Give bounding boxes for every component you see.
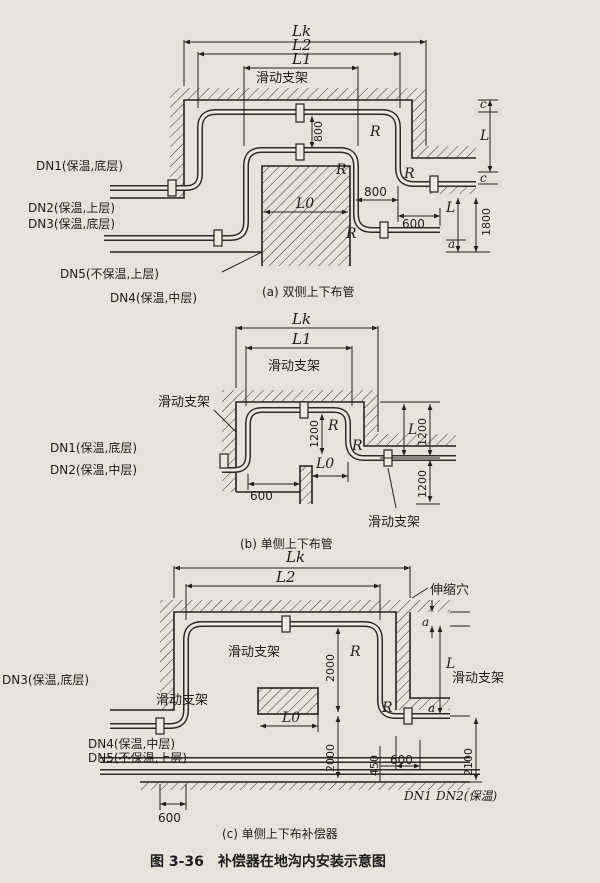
- fig-c-dim-l2: L2: [275, 568, 296, 586]
- fig-b-label-dn2: DN2(保温,中层): [50, 462, 137, 477]
- figure-b: Lk L1 滑动支架 滑动支架 1200 R R L0 600 L 1200 1…: [50, 310, 456, 551]
- fig-a-label-dn5: DN5(不保温,上层): [60, 267, 159, 281]
- fig-a-radius-3: R: [403, 166, 415, 182]
- figure-c: Lk L2 伸缩穴 a 滑动支架 R R 2000 L 滑动支架 a 滑动支架 …: [2, 548, 504, 841]
- fig-a-dim-600: 600: [402, 217, 425, 231]
- fig-b-dim-1200-upper: 1200: [308, 420, 321, 448]
- fig-b-label-support-left: 滑动支架: [158, 395, 210, 410]
- fig-c-dim-600-left: 600: [158, 811, 181, 825]
- fig-a-label-dn4: DN4(保温,中层): [110, 290, 197, 305]
- fig-c-dim-2100: 2100: [462, 748, 475, 776]
- fig-a-dimensions: [183, 39, 498, 273]
- fig-a-dim-l2: L2: [291, 36, 312, 54]
- fig-c-dim-l: L: [445, 656, 455, 672]
- fig-c-label-dn1: DN1: [403, 789, 432, 803]
- fig-a-label-dn1: DN1(保温,底层): [36, 158, 123, 173]
- fig-b-dim-l: L: [407, 422, 417, 438]
- fig-b-dim-lk: Lk: [291, 310, 311, 328]
- fig-b-dim-1200-lower: 1200: [416, 470, 429, 498]
- fig-b-dim-l1: L1: [291, 330, 312, 348]
- fig-c-label-dn3: DN3(保温,底层): [2, 672, 89, 687]
- fig-a-dim-c2: c: [480, 171, 487, 185]
- fig-a-label-dn3: DN3(保温,底层): [28, 216, 115, 231]
- fig-a-dim-l-lower: L: [445, 200, 455, 216]
- fig-b-label-dn1: DN1(保温,底层): [50, 440, 137, 455]
- fig-c-label-support-mid: 滑动支架: [228, 645, 280, 660]
- figure-caption: 图 3-36 补偿器在地沟内安装示意图: [150, 853, 386, 870]
- fig-a-dim-l-upper: L: [479, 128, 489, 144]
- fig-c-label-dn5: DN5(不保温,上层): [88, 751, 187, 765]
- fig-c-dim-l0: L0: [281, 710, 300, 726]
- fig-c-label-dn4: DN4(保温,中层): [88, 736, 175, 751]
- fig-c-radius-2: R: [381, 700, 393, 716]
- fig-a-radius-4: R: [345, 226, 357, 242]
- fig-c-label-support-right: 滑动支架: [452, 671, 504, 686]
- fig-a-dim-l0: L0: [295, 196, 314, 212]
- fig-c-label-support-left: 滑动支架: [156, 693, 208, 708]
- fig-a-dim-a: a: [448, 237, 455, 251]
- fig-c-dim-a-upper: a: [422, 615, 429, 629]
- fig-c-supports: [155, 615, 413, 735]
- fig-c-dim-2000-upper: 2000: [324, 654, 337, 682]
- fig-a-dim-lk: Lk: [291, 22, 311, 40]
- fig-c-dim-2000-lower: 2000: [324, 744, 337, 772]
- figure-a: Lk L2 L1 滑动支架 800 R R R R L0 800 600 c L…: [28, 22, 498, 305]
- fig-a-label-support: 滑动支架: [256, 71, 308, 86]
- fig-c-dim-450: 450: [368, 755, 381, 776]
- fig-a-label-dn2: DN2(保温,上层): [28, 201, 115, 215]
- fig-a-radius-2: R: [335, 162, 347, 178]
- fig-c-caption: (c) 单侧上下布补偿器: [222, 826, 338, 841]
- fig-b-dim-l0: L0: [315, 456, 334, 472]
- fig-c-label-dn2: DN2(保温): [435, 789, 497, 803]
- fig-b-pipes: [222, 407, 456, 473]
- fig-b-radius-1: R: [327, 418, 339, 434]
- fig-b-label-support-top: 滑动支架: [268, 359, 320, 374]
- fig-a-radius-1: R: [369, 124, 381, 140]
- fig-b-radius-2: R: [351, 438, 363, 454]
- fig-a-dim-800h: 800: [364, 185, 387, 199]
- fig-c-label-niche: 伸缩穴: [430, 582, 469, 598]
- fig-a-dim-c1: c: [480, 97, 487, 111]
- fig-a-dim-1800: 1800: [480, 208, 493, 236]
- fig-a-caption: (a) 双侧上下布管: [262, 284, 355, 299]
- fig-b-dim-1200-mid: 1200: [416, 418, 429, 446]
- fig-c-dim-600-right: 600: [390, 753, 413, 767]
- fig-c-dim-a-lower: a: [428, 701, 435, 715]
- fig-a-supports: [167, 103, 439, 247]
- fig-c-radius-1: R: [349, 644, 361, 660]
- fig-c-dimensions: [159, 565, 482, 810]
- fig-c-dim-lk: Lk: [285, 548, 305, 566]
- fig-a-dim-800v: 800: [312, 121, 325, 142]
- fig-b-dim-600: 600: [250, 489, 273, 503]
- fig-b-dimensions: [213, 325, 440, 509]
- fig-b-caption: (b) 单侧上下布管: [240, 536, 333, 551]
- fig-a-dim-l1: L1: [291, 50, 312, 68]
- fig-b-label-support-bottom: 滑动支架: [368, 515, 420, 530]
